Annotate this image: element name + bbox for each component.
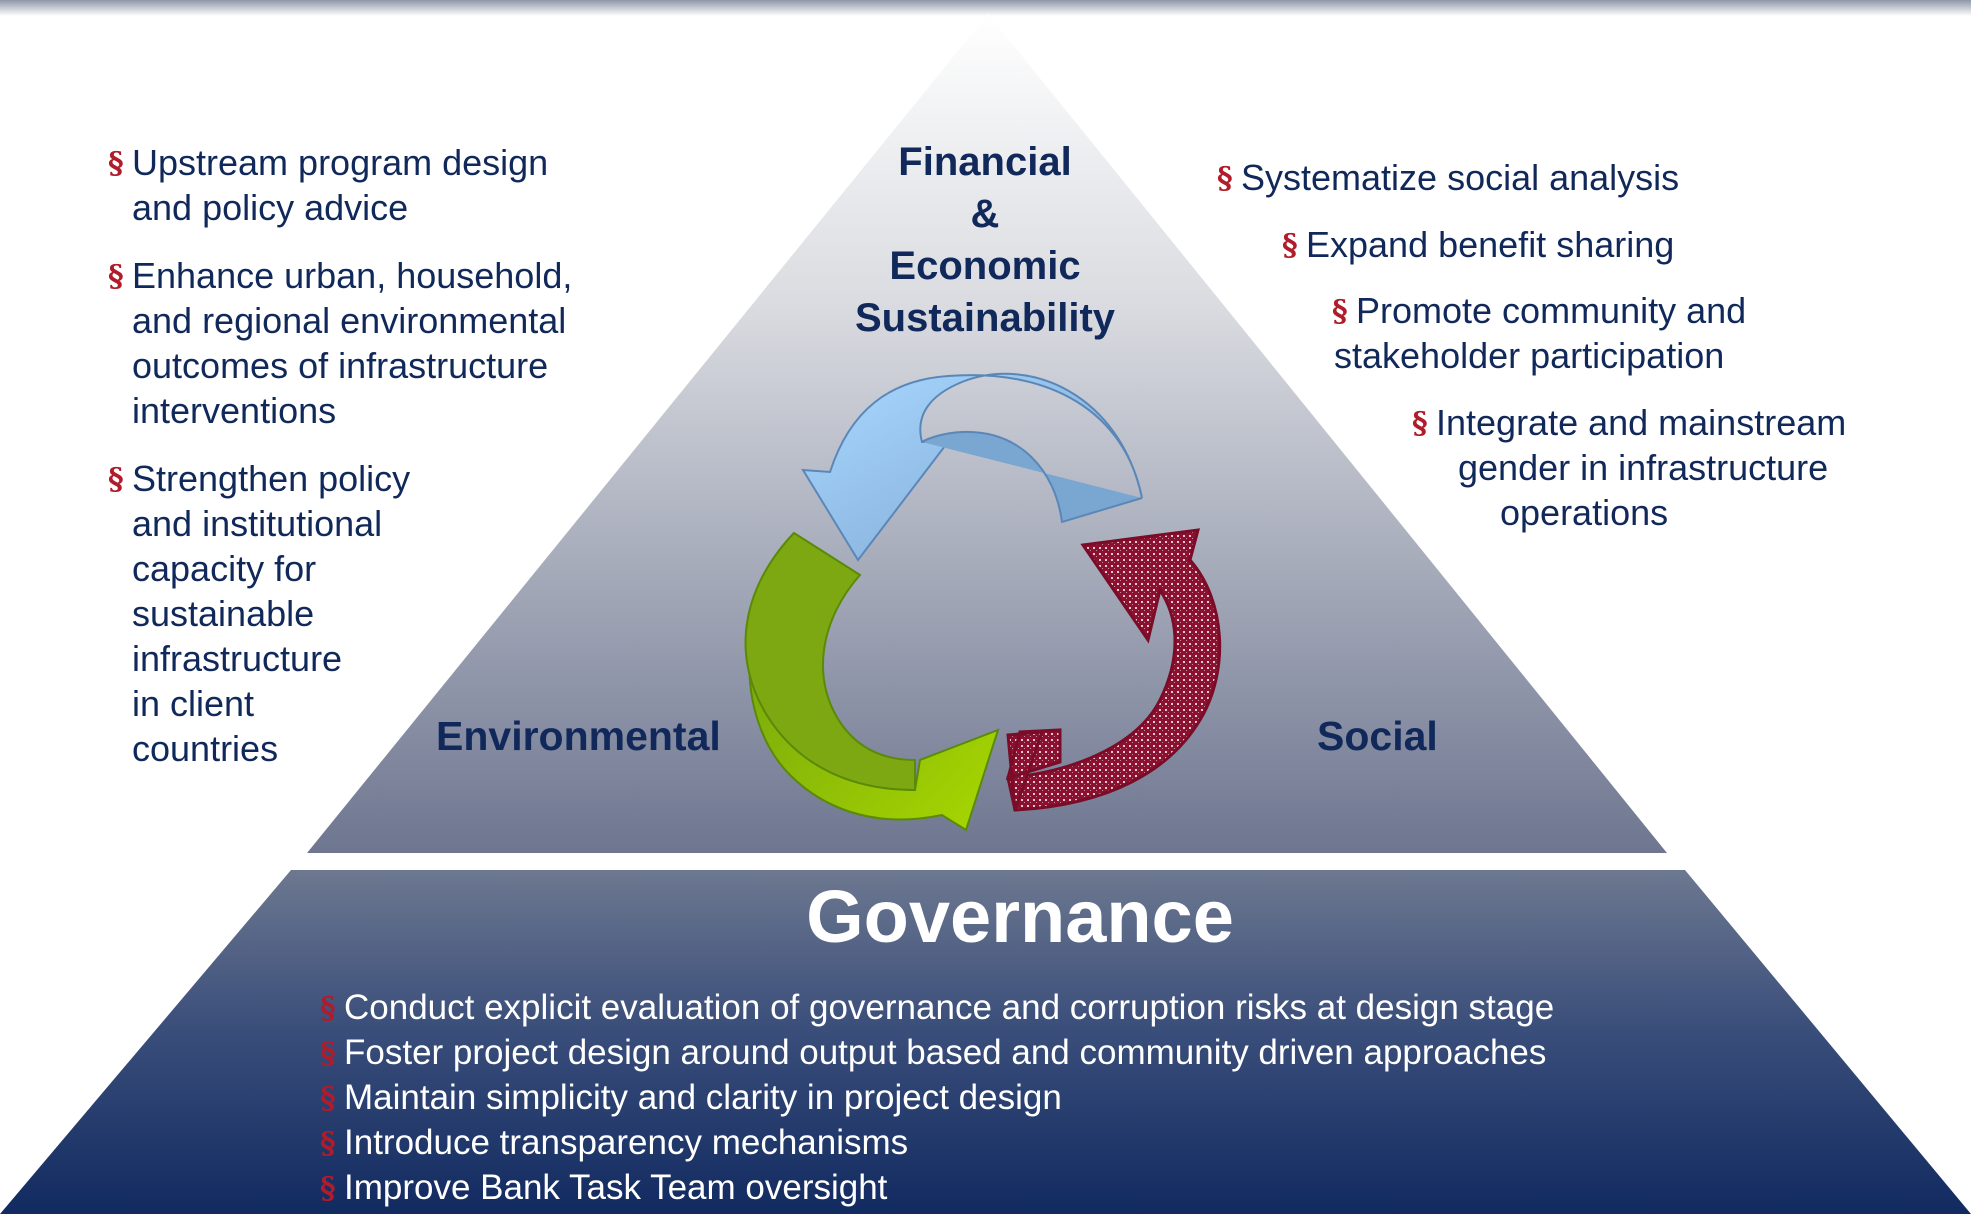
governance-bullet-text: Improve Bank Task Team oversight: [344, 1168, 888, 1207]
financial-title-line: Economic: [889, 244, 1081, 288]
bullet-line: countries: [132, 728, 279, 769]
bullet-line: gender in infrastructure: [1458, 447, 1829, 488]
arrow-blue-inner-icon: [921, 430, 1143, 524]
bullet-line: and regional environmental: [132, 300, 567, 341]
bullet-line: interventions: [132, 390, 337, 431]
section-bullet-icon: §: [108, 462, 124, 497]
social-bullet: § Systematize social analysis: [1217, 155, 1741, 200]
financial-title-line: &: [970, 192, 1000, 236]
governance-bullet: § Conduct explicit evaluation of governa…: [320, 985, 1770, 1030]
bullet-line: Promote community and: [1356, 290, 1747, 331]
bullet-line: Systematize social analysis: [1241, 157, 1680, 198]
section-bullet-icon: §: [1412, 406, 1428, 441]
bullet-line: Expand benefit sharing: [1306, 224, 1675, 265]
environmental-bullet: § Enhance urban, household, and regional…: [108, 253, 628, 433]
section-bullet-icon: §: [320, 991, 336, 1026]
governance-bullet: § Maintain simplicity and clarity in pro…: [320, 1075, 1770, 1120]
arrow-maroon-head-icon: [1005, 728, 1062, 811]
bullet-line: operations: [1500, 492, 1669, 533]
bullet-line: and policy advice: [132, 187, 409, 228]
bullet-line: infrastructure: [132, 638, 343, 679]
arrow-blue-icon: [801, 372, 1143, 562]
bullet-line: Upstream program design: [132, 142, 549, 183]
bullet-line: capacity for: [132, 548, 317, 589]
section-bullet-icon: §: [1217, 161, 1233, 196]
social-bullet: § Expand benefit sharing: [1282, 222, 1766, 267]
section-bullet-icon: §: [108, 146, 124, 181]
cycle-arrows: [744, 372, 1222, 832]
bullet-line: stakeholder participation: [1334, 335, 1725, 376]
financial-title-line: Financial: [898, 140, 1072, 184]
arrow-green-inner-icon: [744, 531, 916, 792]
governance-bullet: § Improve Bank Task Team oversight: [320, 1165, 1770, 1210]
arrow-maroon-icon: [1006, 528, 1222, 812]
social-bullet: § Integrate and mainstream gender in inf…: [1412, 400, 1936, 535]
social-bullet: § Promote community and stakeholder part…: [1332, 288, 1816, 378]
environmental-bullet-list: § Upstream program design and policy adv…: [108, 140, 628, 771]
governance-bullet: § Foster project design around output ba…: [320, 1030, 1770, 1075]
governance-band: [0, 870, 1971, 1214]
governance-bullet-text: Conduct explicit evaluation of governanc…: [344, 988, 1555, 1027]
bullet-line: Strengthen policy: [132, 458, 411, 499]
governance-bullet: § Introduce transparency mechanisms: [320, 1120, 1770, 1165]
governance-bullet-text: Foster project design around output base…: [344, 1033, 1547, 1072]
section-bullet-icon: §: [320, 1081, 336, 1116]
governance-title: Governance: [806, 875, 1234, 958]
environmental-bullet: § Upstream program design and policy adv…: [108, 140, 628, 230]
bullet-line: Enhance urban, household,: [132, 255, 573, 296]
governance-bullet-text: Maintain simplicity and clarity in proje…: [344, 1078, 1062, 1117]
financial-pillar-title: Financial & Economic Sustainability: [800, 136, 1170, 344]
environmental-label: Environmental: [436, 713, 721, 759]
environmental-bullet: § Strengthen policy and institutional ca…: [108, 456, 628, 771]
section-bullet-icon: §: [320, 1126, 336, 1161]
section-bullet-icon: §: [1332, 294, 1348, 329]
bullet-line: outcomes of infrastructure: [132, 345, 549, 386]
section-bullet-icon: §: [320, 1036, 336, 1071]
top-border-bar: [0, 0, 1971, 16]
bullet-line: in client: [132, 683, 255, 724]
bullet-line: Integrate and mainstream: [1436, 402, 1847, 443]
section-bullet-icon: §: [320, 1171, 336, 1206]
governance-bullet-text: Introduce transparency mechanisms: [344, 1123, 909, 1162]
section-bullet-icon: §: [1282, 228, 1298, 263]
social-label: Social: [1317, 713, 1438, 759]
bullet-line: and institutional: [132, 503, 383, 544]
financial-title-line: Sustainability: [854, 296, 1116, 340]
bullet-line: sustainable: [132, 593, 315, 634]
governance-bullet-list: § Conduct explicit evaluation of governa…: [320, 985, 1770, 1210]
section-bullet-icon: §: [108, 259, 124, 294]
